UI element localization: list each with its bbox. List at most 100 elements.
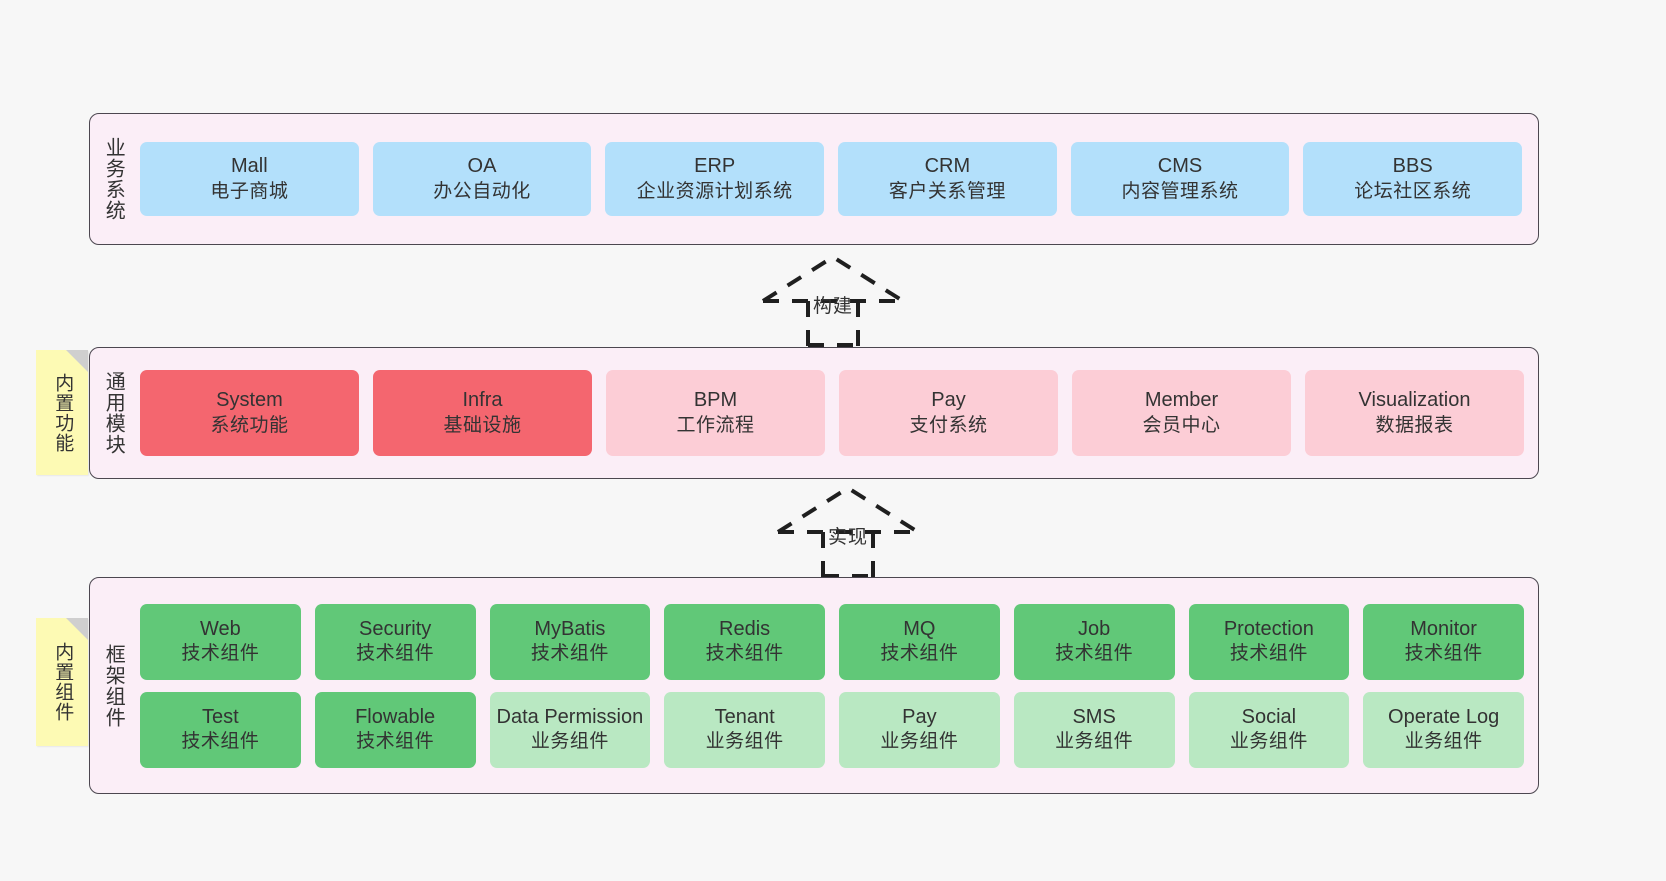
layer-body-common-modules: System 系统功能 Infra 基础设施 BPM 工作流程 Pay 支付系统… — [136, 348, 1538, 478]
note-label: 内置功能 — [52, 372, 74, 453]
layer-framework-components: 框架组件 Web 技术组件 Security 技术组件 MyBatis 技术组件… — [89, 577, 1539, 794]
card-subtitle: 技术组件 — [880, 643, 959, 665]
card-data-permission[interactable]: Data Permission 业务组件 — [489, 691, 651, 768]
layer-title-framework-components: 框架组件 — [102, 643, 125, 728]
card-title: System — [216, 389, 283, 412]
layer-body-framework-components: Web 技术组件 Security 技术组件 MyBatis 技术组件 Redi… — [136, 578, 1538, 793]
card-title: BPM — [693, 389, 738, 412]
card-system[interactable]: System 系统功能 — [140, 370, 359, 456]
card-oa[interactable]: OA 办公自动化 — [372, 142, 592, 216]
card-subtitle: 技术组件 — [1404, 643, 1483, 665]
card-social[interactable]: Social 业务组件 — [1188, 691, 1350, 768]
note-label: 内置组件 — [52, 642, 74, 722]
card-subtitle: 电子商城 — [210, 180, 289, 202]
card-title: Visualization — [1358, 389, 1471, 412]
card-job[interactable]: Job 技术组件 — [1013, 603, 1175, 680]
card-bbs[interactable]: BBS 论坛社区系统 — [1303, 142, 1523, 216]
card-row: Web 技术组件 Security 技术组件 MyBatis 技术组件 Redi… — [140, 603, 1524, 680]
card-infra[interactable]: Infra 基础设施 — [373, 370, 592, 456]
card-title: MyBatis — [534, 617, 606, 640]
card-title: Protection — [1223, 617, 1314, 640]
card-subtitle: 技术组件 — [181, 731, 260, 753]
card-row: System 系统功能 Infra 基础设施 BPM 工作流程 Pay 支付系统… — [140, 370, 1524, 456]
connector-implement: 实现 — [768, 482, 928, 578]
card-title: CRM — [924, 155, 971, 178]
note-builtin-features: 内置功能 — [36, 350, 88, 475]
card-title: MQ — [903, 617, 936, 640]
card-mall[interactable]: Mall 电子商城 — [140, 142, 359, 216]
card-subtitle: 技术组件 — [1229, 643, 1308, 665]
layer-business-systems: 业务系统 Mall 电子商城 OA 办公自动化 ERP 企业资源计划系统 CRM… — [89, 113, 1539, 245]
card-web[interactable]: Web 技术组件 — [140, 603, 301, 680]
layer-body-business-systems: Mall 电子商城 OA 办公自动化 ERP 企业资源计划系统 CRM 客户关系… — [136, 114, 1538, 244]
card-flowable[interactable]: Flowable 技术组件 — [314, 691, 476, 768]
card-subtitle: 支付系统 — [909, 414, 988, 436]
card-subtitle: 基础设施 — [443, 414, 522, 436]
card-subtitle: 数据报表 — [1375, 414, 1454, 436]
card-title: Infra — [462, 389, 503, 412]
card-title: Security — [359, 617, 432, 640]
card-cms[interactable]: CMS 内容管理系统 — [1070, 142, 1290, 216]
card-redis[interactable]: Redis 技术组件 — [664, 603, 825, 680]
card-title: Pay — [931, 389, 966, 412]
card-title: Job — [1078, 617, 1111, 640]
card-erp[interactable]: ERP 企业资源计划系统 — [605, 142, 825, 216]
card-row: Test 技术组件 Flowable 技术组件 Data Permission … — [140, 691, 1524, 768]
note-builtin-components: 内置组件 — [36, 618, 88, 746]
card-tenant[interactable]: Tenant 业务组件 — [664, 691, 825, 768]
card-title: Monitor — [1410, 617, 1477, 640]
card-mybatis[interactable]: MyBatis 技术组件 — [489, 603, 651, 680]
connector-build: 构建 — [753, 251, 913, 347]
card-test[interactable]: Test 技术组件 — [140, 691, 301, 768]
card-visualization[interactable]: Visualization 数据报表 — [1305, 370, 1524, 456]
card-title: Redis — [719, 617, 771, 640]
card-title: Pay — [902, 705, 937, 728]
card-monitor[interactable]: Monitor 技术组件 — [1363, 603, 1524, 680]
card-title: Tenant — [714, 705, 775, 728]
card-protection[interactable]: Protection 技术组件 — [1188, 603, 1350, 680]
card-subtitle: 系统功能 — [210, 414, 289, 436]
card-subtitle: 技术组件 — [1055, 643, 1134, 665]
card-operate-log[interactable]: Operate Log 业务组件 — [1363, 691, 1524, 768]
card-subtitle: 内容管理系统 — [1121, 180, 1239, 202]
card-title: CMS — [1157, 155, 1203, 178]
card-subtitle: 技术组件 — [705, 643, 784, 665]
card-row: Mall 电子商城 OA 办公自动化 ERP 企业资源计划系统 CRM 客户关系… — [140, 142, 1523, 216]
card-subtitle: 业务组件 — [880, 731, 959, 753]
card-subtitle: 会员中心 — [1142, 414, 1221, 436]
card-crm[interactable]: CRM 客户关系管理 — [838, 142, 1057, 216]
layer-common-modules: 通用模块 System 系统功能 Infra 基础设施 BPM 工作流程 Pay… — [89, 347, 1539, 479]
card-title: Test — [202, 705, 239, 728]
card-title: Social — [1241, 705, 1297, 728]
card-pay-component[interactable]: Pay 业务组件 — [839, 691, 1000, 768]
card-subtitle: 技术组件 — [356, 643, 435, 665]
card-title: Web — [199, 617, 241, 640]
card-subtitle: 业务组件 — [1055, 731, 1134, 753]
layer-title-common-modules: 通用模块 — [102, 371, 125, 455]
card-subtitle: 技术组件 — [530, 643, 609, 665]
card-bpm[interactable]: BPM 工作流程 — [606, 370, 825, 456]
card-title: Member — [1144, 389, 1219, 412]
card-mq[interactable]: MQ 技术组件 — [839, 603, 1000, 680]
card-security[interactable]: Security 技术组件 — [314, 603, 476, 680]
card-subtitle: 办公自动化 — [433, 180, 531, 202]
card-sms[interactable]: SMS 业务组件 — [1013, 691, 1175, 768]
card-title: SMS — [1072, 705, 1116, 728]
card-title: Mall — [231, 155, 268, 178]
card-title: Flowable — [355, 705, 436, 728]
card-subtitle: 业务组件 — [705, 731, 784, 753]
card-subtitle: 业务组件 — [1229, 731, 1308, 753]
card-subtitle: 业务组件 — [530, 731, 609, 753]
card-subtitle: 业务组件 — [1404, 731, 1483, 753]
card-title: OA — [467, 155, 497, 178]
generalization-arrow-icon — [776, 485, 920, 578]
card-subtitle: 客户关系管理 — [888, 180, 1006, 202]
card-title: ERP — [694, 155, 736, 178]
card-member[interactable]: Member 会员中心 — [1072, 370, 1291, 456]
card-pay[interactable]: Pay 支付系统 — [839, 370, 1058, 456]
card-subtitle: 技术组件 — [181, 643, 260, 665]
card-subtitle: 论坛社区系统 — [1354, 180, 1472, 202]
card-title: Operate Log — [1388, 705, 1500, 728]
layer-title-business-systems: 业务系统 — [102, 137, 125, 221]
